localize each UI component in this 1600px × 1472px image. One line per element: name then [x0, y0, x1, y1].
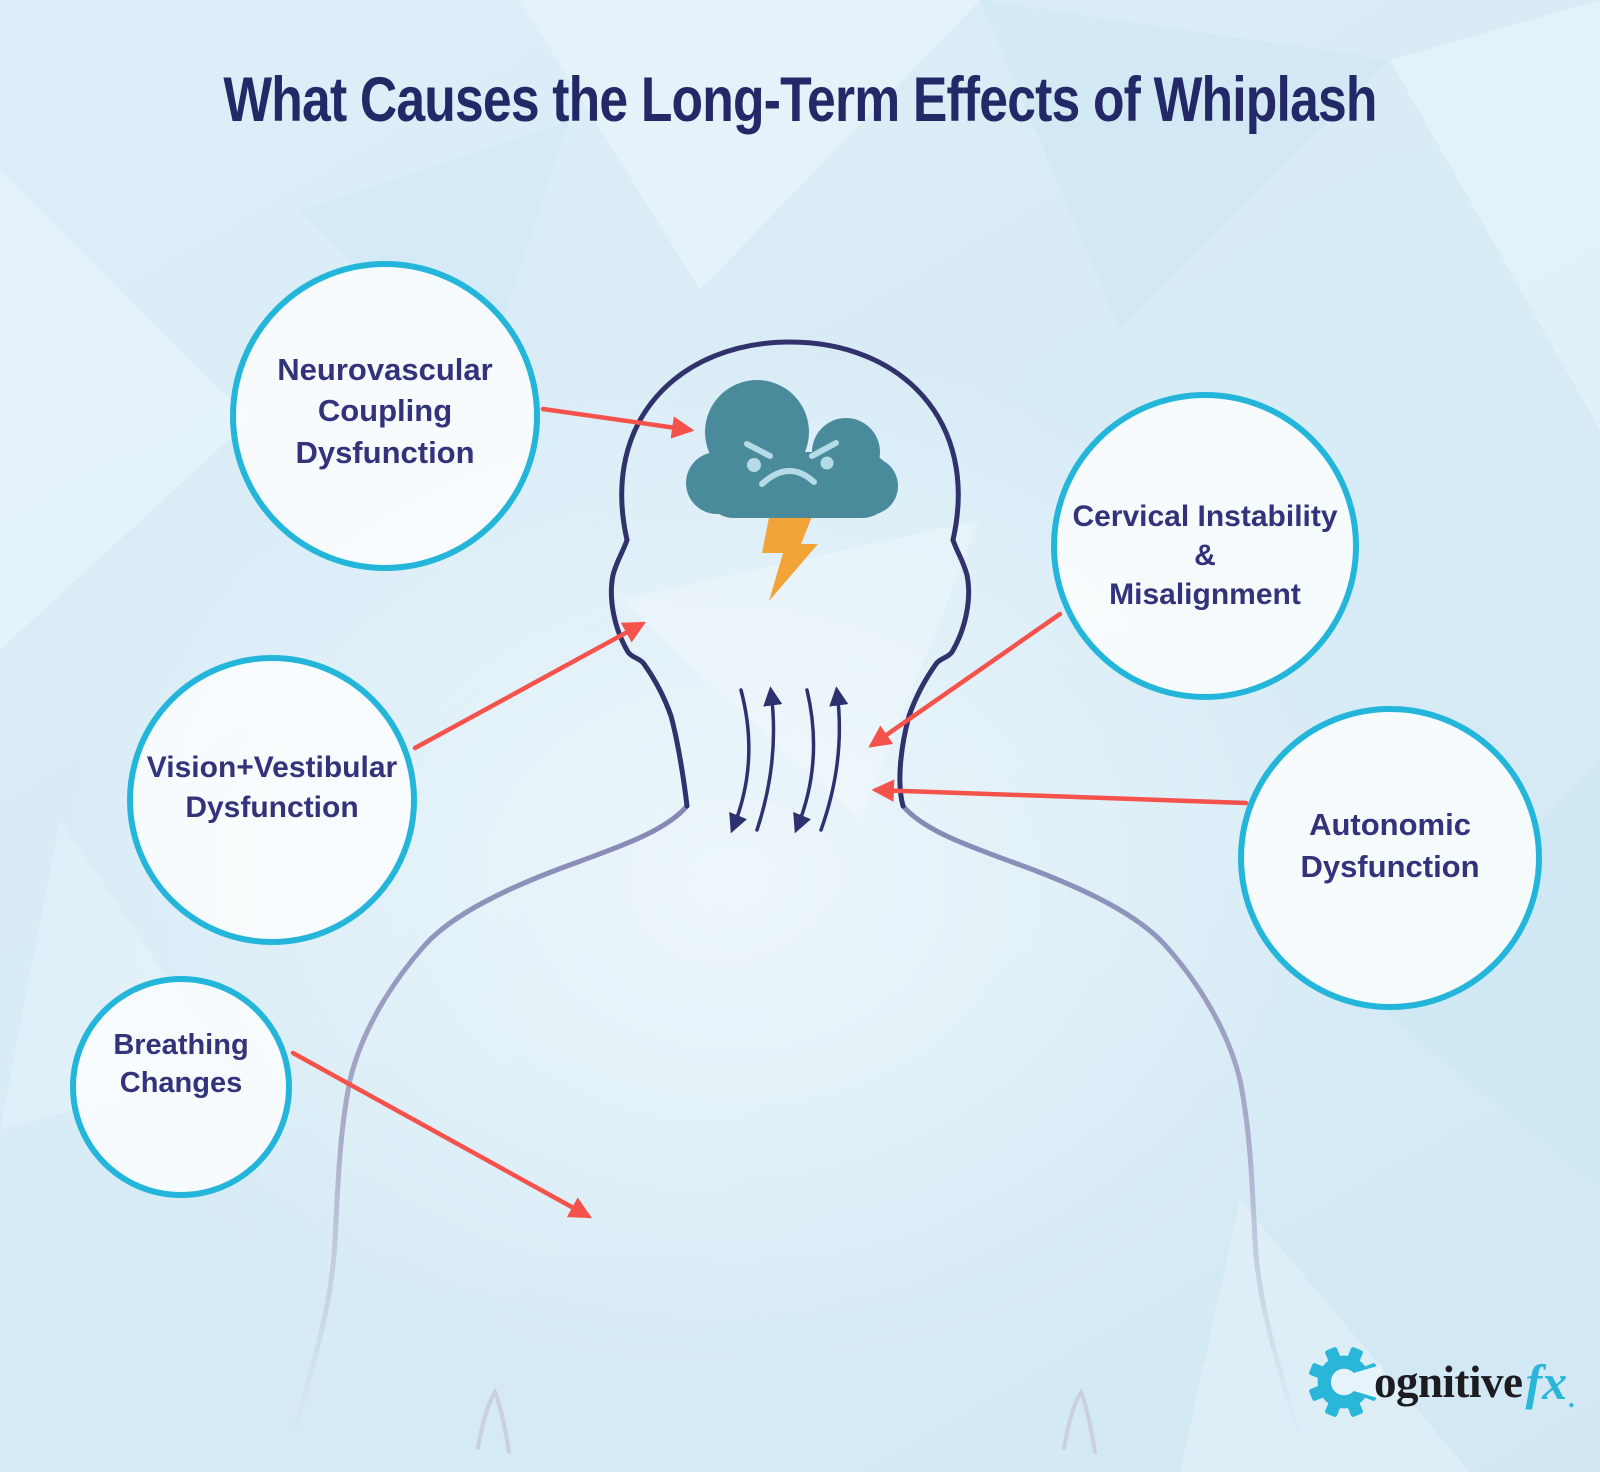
arrow-breathing-to-chest [290, 1050, 592, 1219]
callout-arrows [290, 406, 1249, 1219]
bubble-label-line: & [1194, 538, 1216, 572]
arrow-autonomic-to-neck [871, 779, 1249, 806]
angry-storm-cloud-icon [686, 380, 898, 518]
logo-wordmark: ognitive [1374, 1356, 1523, 1407]
neck-motion-arrows-icon [729, 686, 849, 834]
head-outline [608, 339, 972, 809]
left-shoulder-arm-line [289, 803, 690, 1441]
bubble-breathing-changes: Breathing Changes [70, 976, 292, 1198]
right-eye [820, 456, 834, 470]
bubble-label-line: Coupling [317, 393, 453, 429]
bubble-label-line: Neurovascular [277, 351, 493, 387]
bubble-neurovascular-coupling-dysfunction: Neurovascular Coupling Dysfunction [230, 261, 540, 571]
arrow-vision-to-ear [412, 621, 646, 751]
left-eyebrow [744, 441, 773, 459]
logo-fx: fx [1525, 1353, 1568, 1410]
bubble-autonomic-dysfunction: Autonomic Dysfunction [1238, 706, 1542, 1010]
hand-creases [476, 1387, 1097, 1454]
arrow-cervical-to-neck [868, 611, 1063, 748]
skull-dome [619, 339, 961, 543]
bubble-cervical-instability-misalignment: Cervical Instability & Misalignment [1051, 392, 1359, 700]
bubble-label-line: Misalignment [1109, 577, 1301, 611]
left-ear-jaw-neck [608, 537, 690, 809]
gear-c-icon [1309, 1347, 1382, 1417]
right-shoulder-arm-line [900, 803, 1303, 1441]
frown-mouth [759, 468, 817, 487]
right-ear-jaw-neck [897, 537, 972, 809]
left-eye [747, 458, 761, 472]
bubble-label-line: Autonomic [1309, 807, 1471, 843]
right-eyebrow [809, 440, 839, 459]
bubble-label-line: Cervical Instability [1072, 499, 1338, 533]
cognitivefx-logo: ognitive fx . [1306, 1344, 1575, 1420]
bubble-label-line: Vision+Vestibular [146, 750, 398, 784]
arrow-neurovascular-to-brain [540, 406, 695, 439]
lightning-bolt-icon [762, 492, 822, 601]
bubble-label-line: Breathing [113, 1029, 249, 1062]
bubble-vision-vestibular-dysfunction: Vision+Vestibular Dysfunction [127, 655, 417, 945]
angry-face [744, 440, 839, 487]
page-title: What Causes the Long-Term Effects of Whi… [223, 65, 1377, 135]
bubble-label-line: Dysfunction [185, 791, 359, 824]
head-and-shoulders-outline [289, 803, 1303, 1441]
bubble-label-line: Dysfunction [1300, 849, 1480, 884]
logo-period: . [1568, 1384, 1575, 1413]
bubble-label-line: Dysfunction [295, 434, 475, 470]
bubble-label-line: Changes [119, 1067, 243, 1099]
